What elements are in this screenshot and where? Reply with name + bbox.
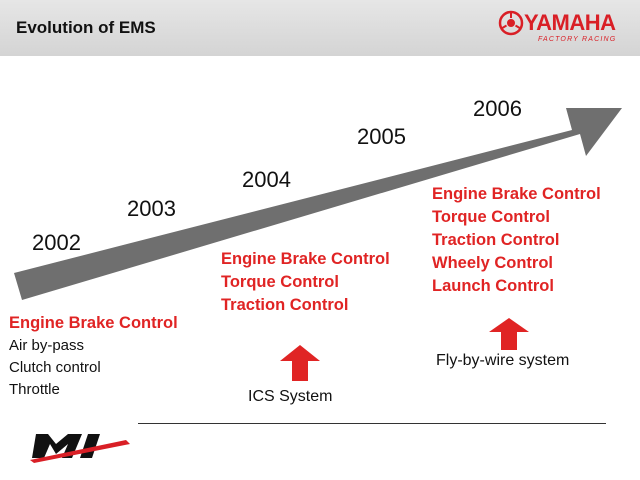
up-arrow-icon	[280, 345, 320, 381]
system-label: Fly-by-wire system	[436, 352, 570, 369]
system-label: ICS System	[248, 388, 333, 405]
tuning-fork-emblem-icon	[498, 10, 524, 36]
logo-subtitle: FACTORY RACING	[538, 36, 617, 43]
feature-label: Engine Brake Control	[432, 185, 601, 203]
feature-label: Engine Brake Control	[9, 314, 178, 332]
group-2004: Engine Brake Control Torque Control Trac…	[221, 248, 390, 317]
year-label: 2005	[357, 124, 406, 149]
method-label: Clutch control	[9, 359, 101, 376]
m1-logo: M1	[30, 434, 130, 463]
method-label: Air by-pass	[9, 337, 85, 354]
feature-label: Launch Control	[432, 277, 554, 295]
year-label: 2006	[473, 96, 522, 121]
feature-label: Torque Control	[432, 208, 550, 226]
up-arrow-icon	[489, 318, 529, 350]
page-title: Evolution of EMS	[16, 18, 156, 37]
logo-wordmark: YAMAHA	[524, 10, 616, 35]
year-label: 2003	[127, 196, 176, 221]
year-label: 2004	[242, 167, 291, 192]
feature-label: Traction Control	[221, 296, 349, 314]
group-2006: Engine Brake Control Torque Control Trac…	[432, 183, 601, 298]
group-2002: Engine Brake Control Air by-pass Clutch …	[9, 312, 178, 401]
feature-label: Engine Brake Control	[221, 250, 390, 268]
feature-label: Traction Control	[432, 231, 560, 249]
timeline-arrow-shape	[14, 108, 622, 300]
year-label: 2002	[32, 230, 81, 255]
method-label: Throttle	[9, 381, 60, 398]
footer-divider	[138, 423, 606, 424]
header-bar: Evolution of EMS YAMAHA FACTORY RACING	[0, 0, 640, 56]
feature-label: Wheely Control	[432, 254, 554, 272]
yamaha-logo: YAMAHA FACTORY RACING	[498, 9, 628, 49]
feature-label: Torque Control	[221, 273, 339, 291]
